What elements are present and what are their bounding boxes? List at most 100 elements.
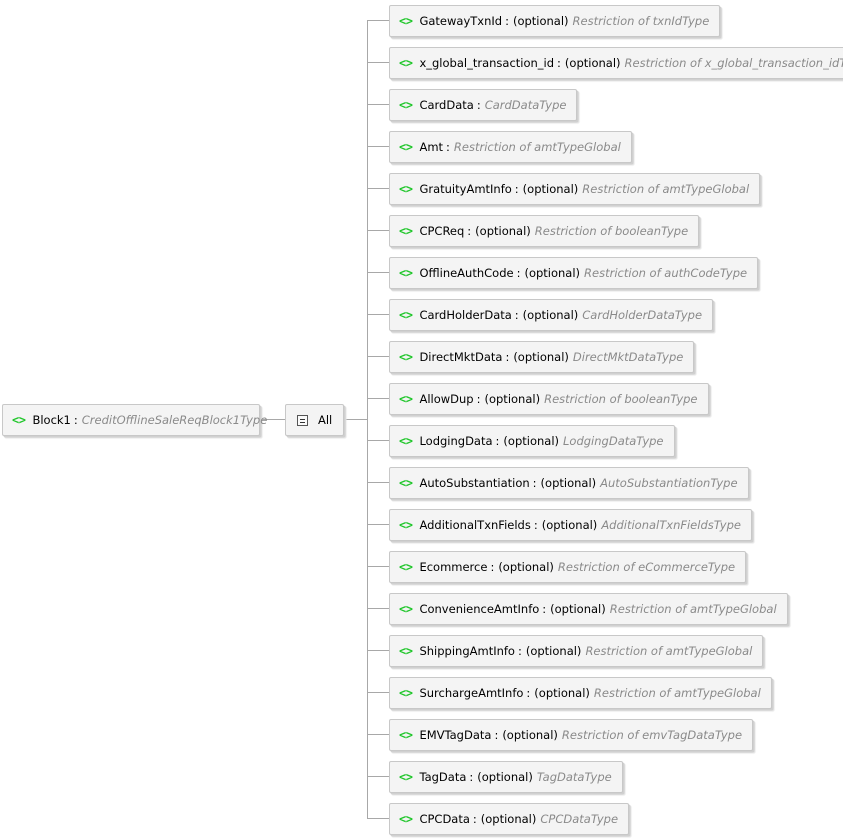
element-icon: <> — [399, 392, 413, 406]
child-element-name: EMVTagData — [419, 728, 492, 742]
child-element-node[interactable]: <>AdditionalTxnFields:(optional)Addition… — [389, 509, 752, 541]
connector-child — [367, 272, 389, 273]
child-element-name: DirectMktData — [419, 350, 503, 364]
element-icon: <> — [399, 560, 413, 574]
optional-label: (optional) — [525, 644, 582, 658]
connector-child — [367, 398, 389, 399]
element-icon: <> — [399, 602, 413, 616]
child-element-node[interactable]: <>AutoSubstantiation:(optional)AutoSubst… — [389, 467, 749, 499]
child-element-node[interactable]: <>CPCReq:(optional)Restriction of boolea… — [389, 215, 700, 247]
child-element-name: OfflineAuthCode — [419, 266, 514, 280]
child-element-node[interactable]: <>ShippingAmtInfo:(optional)Restriction … — [389, 635, 764, 667]
optional-label: (optional) — [550, 602, 606, 616]
separator: : — [505, 350, 510, 364]
element-icon: <> — [399, 266, 413, 280]
child-element-type: Restriction of amtTypeGlobal — [453, 140, 621, 154]
child-element-name: CPCData — [419, 812, 470, 826]
all-compositor-node[interactable]: All — [285, 404, 344, 436]
child-element-type: Restriction of booleanType — [544, 392, 698, 406]
optional-label: (optional) — [540, 476, 597, 490]
separator: : — [476, 392, 481, 406]
all-compositor-icon — [297, 414, 308, 426]
child-element-name: ShippingAmtInfo — [419, 644, 515, 658]
child-element-type: Restriction of amtTypeGlobal — [585, 644, 753, 658]
element-icon: <> — [399, 518, 413, 532]
separator: : — [514, 308, 519, 322]
child-element-node[interactable]: <>DirectMktData:(optional)DirectMktDataT… — [389, 341, 695, 373]
child-element-name: Amt — [419, 140, 444, 154]
separator: : — [532, 476, 537, 490]
child-element-type: DirectMktDataType — [572, 350, 684, 364]
element-icon: <> — [399, 434, 413, 448]
child-element-node[interactable]: <>GratuityAmtInfo:(optional)Restriction … — [389, 173, 761, 205]
child-element-name: AutoSubstantiation — [419, 476, 530, 490]
connector-child — [367, 734, 389, 735]
element-icon: <> — [399, 644, 413, 658]
child-element-node[interactable]: <>EMVTagData:(optional)Restriction of em… — [389, 719, 754, 751]
connector-child — [367, 524, 389, 525]
compositor-label: All — [318, 413, 333, 427]
connector-child — [367, 230, 389, 231]
optional-label: (optional) — [512, 14, 569, 28]
optional-label: (optional) — [477, 770, 533, 784]
separator: : — [490, 560, 495, 574]
optional-label: (optional) — [524, 266, 581, 280]
element-icon: <> — [399, 686, 413, 700]
separator: : — [533, 518, 538, 532]
child-element-type: Restriction of amtTypeGlobal — [609, 602, 777, 616]
child-element-node[interactable]: <>CardData:CardDataType — [389, 89, 578, 121]
child-element-name: GatewayTxnId — [419, 14, 503, 28]
separator: : — [526, 686, 531, 700]
connector-child — [367, 482, 389, 483]
child-element-type: AdditionalTxnFieldsType — [601, 518, 741, 532]
child-element-node[interactable]: <>SurchargeAmtInfo:(optional)Restriction… — [389, 677, 772, 709]
root-element-type: CreditOfflineSaleReqBlock1Type — [81, 413, 268, 427]
connector-trunk — [367, 20, 368, 818]
root-element-node[interactable]: <> Block1 : CreditOfflineSaleReqBlock1Ty… — [2, 404, 267, 436]
connector-child — [367, 314, 389, 315]
optional-label: (optional) — [541, 518, 598, 532]
child-element-node[interactable]: <>Amt:Restriction of amtTypeGlobal — [389, 131, 632, 163]
separator: : — [476, 98, 481, 112]
child-element-type: Restriction of emvTagDataType — [561, 728, 743, 742]
connector-child — [367, 104, 389, 105]
child-element-type: Restriction of eCommerceType — [557, 560, 736, 574]
separator: : — [542, 602, 547, 616]
optional-label: (optional) — [475, 224, 531, 238]
connector-child — [367, 62, 389, 63]
separator: : — [73, 413, 78, 427]
child-element-name: Ecommerce — [419, 560, 488, 574]
child-element-node[interactable]: <>ConvenienceAmtInfo:(optional)Restricti… — [389, 593, 788, 625]
child-element-node[interactable]: <>OfflineAuthCode:(optional)Restriction … — [389, 257, 759, 289]
child-element-name: CardData — [419, 98, 474, 112]
child-element-node[interactable]: <>TagData:(optional)TagDataType — [389, 761, 623, 793]
root-element-name: Block1 — [32, 413, 71, 427]
element-icon: <> — [399, 56, 413, 70]
optional-label: (optional) — [502, 728, 558, 742]
connector-child — [367, 188, 389, 189]
child-element-node[interactable]: <>x_global_transaction_id:(optional)Rest… — [389, 47, 843, 79]
element-icon: <> — [399, 476, 413, 490]
child-element-node[interactable]: <>Ecommerce:(optional)Restriction of eCo… — [389, 551, 747, 583]
child-element-type: CardDataType — [484, 98, 567, 112]
connector-child — [367, 356, 389, 357]
connector-child — [367, 608, 389, 609]
element-icon: <> — [399, 14, 413, 28]
child-element-node[interactable]: <>AllowDup:(optional)Restriction of bool… — [389, 383, 709, 415]
connector-child — [367, 146, 389, 147]
child-element-node[interactable]: <>CardHolderData:(optional)CardHolderDat… — [389, 299, 714, 331]
element-icon: <> — [399, 350, 413, 364]
child-element-node[interactable]: <>CPCData:(optional)CPCDataType — [389, 803, 630, 835]
separator: : — [514, 182, 519, 196]
connector-child — [367, 692, 389, 693]
child-element-name: GratuityAmtInfo — [419, 182, 512, 196]
separator: : — [472, 812, 477, 826]
child-element-type: CardHolderDataType — [582, 308, 703, 322]
element-icon: <> — [399, 224, 413, 238]
child-element-node[interactable]: <>LodgingData:(optional)LodgingDataType — [389, 425, 675, 457]
child-element-name: LodgingData — [419, 434, 493, 448]
child-element-node[interactable]: <>GatewayTxnId:(optional)Restriction of … — [389, 5, 721, 37]
element-icon: <> — [399, 770, 413, 784]
element-icon: <> — [399, 140, 413, 154]
child-element-name: CPCReq — [419, 224, 465, 238]
